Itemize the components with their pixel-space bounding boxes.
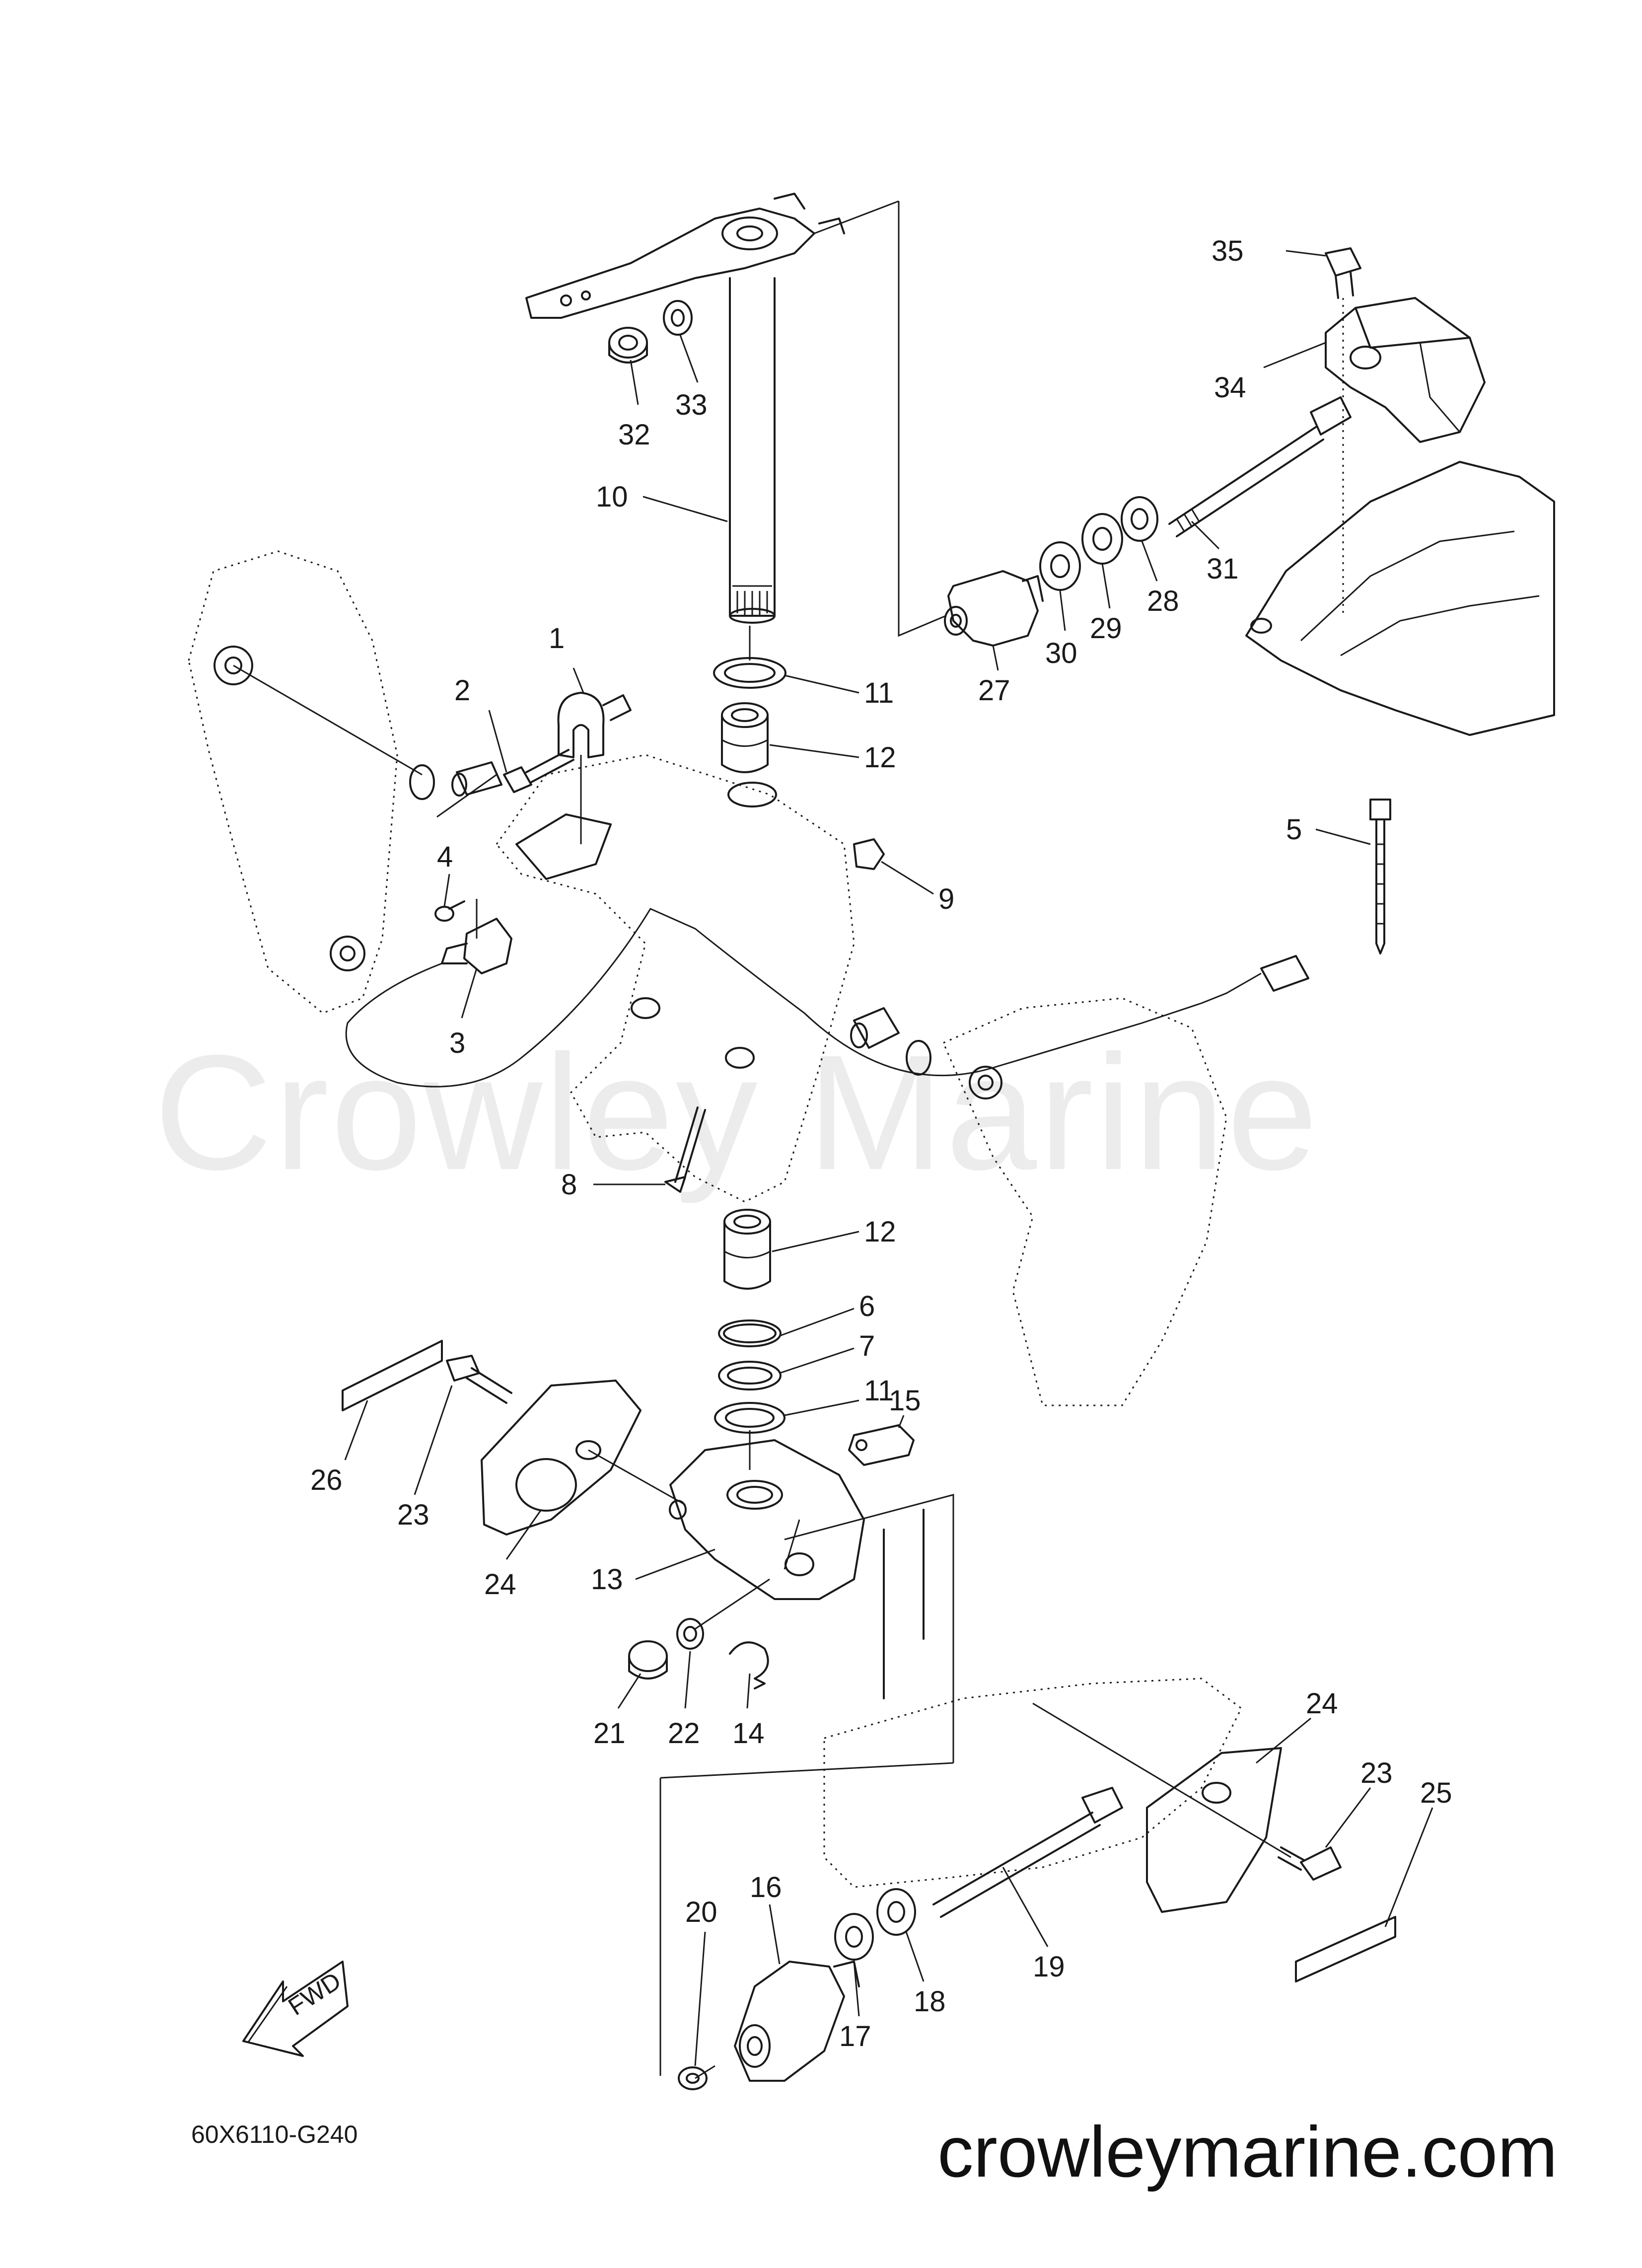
callout-4: 4	[437, 841, 453, 873]
callout-leaders	[344, 250, 1433, 2066]
steering-shaft-part	[729, 277, 776, 624]
nut-21-part	[628, 1640, 668, 1680]
washer-20-part	[678, 2066, 708, 2090]
watermark-text: Crowley Marine	[154, 1021, 1320, 1204]
bolt-2-part	[503, 749, 574, 793]
washer-11-lower-part	[714, 1402, 785, 1434]
callout-25: 25	[1420, 1777, 1452, 1809]
clip-14-part	[729, 1641, 769, 1689]
callout-30: 30	[1045, 637, 1077, 669]
clamp-bracket-left-part	[188, 550, 398, 1014]
washer-33-part	[663, 300, 693, 336]
clamp-bracket-right-part	[942, 997, 1227, 1406]
callout-21: 21	[593, 1717, 626, 1750]
callout-1: 1	[549, 622, 565, 655]
label-25-part	[1295, 1916, 1396, 1982]
callout-28: 28	[1147, 585, 1179, 617]
bracket-34-part	[1325, 297, 1486, 443]
washer-30-part	[1039, 541, 1081, 591]
callout-8: 8	[561, 1169, 577, 1201]
site-url: crowleymarine.com	[937, 2112, 1558, 2192]
callout-32: 32	[618, 419, 650, 451]
fwd-label: FWD	[283, 1967, 346, 2021]
upper-mount-27-part	[944, 570, 1044, 647]
clamp-band-1-part	[557, 692, 632, 758]
callout-10: 10	[596, 481, 628, 513]
callout-35: 35	[1212, 235, 1244, 267]
mount-housing-13-part	[669, 1439, 865, 1600]
callout-17: 17	[839, 2020, 871, 2052]
callout-14: 14	[732, 1717, 765, 1750]
screw-4-part	[434, 900, 465, 922]
callout-6: 6	[859, 1290, 875, 1322]
o-ring-6-part	[718, 1319, 782, 1347]
bolt-23-left-part	[446, 1355, 512, 1404]
trim-sensor-3-part	[345, 908, 1202, 1088]
callout-9: 9	[938, 883, 954, 915]
callout-15: 15	[889, 1385, 921, 1417]
washer-17-part	[834, 1913, 874, 1961]
bushing-12-lower-part	[723, 1209, 771, 1290]
bottom-cowling-part	[1245, 461, 1555, 736]
bolt-35-part	[1325, 247, 1361, 616]
callout-11-lower: 11	[864, 1375, 894, 1407]
diagram-code: 60X6110-G240	[191, 2121, 357, 2148]
callout-numbers: 1 2 3 4 5 6 7 8 9 10 11 11 12 12 13 14 1…	[310, 235, 1452, 2052]
washer-28-part	[1121, 496, 1158, 542]
callout-13: 13	[591, 1563, 623, 1596]
callout-29: 29	[1090, 612, 1122, 645]
connector-part	[1201, 955, 1309, 1004]
callout-27: 27	[978, 674, 1010, 707]
cover-24-left-part	[481, 1380, 642, 1536]
callout-11-upper: 11	[864, 677, 894, 709]
washer-22-part	[676, 1618, 704, 1650]
callout-16: 16	[750, 1871, 782, 1903]
washer-29-part	[1081, 513, 1123, 565]
callout-18: 18	[914, 1985, 946, 2018]
fwd-arrow-icon: FWD	[242, 1961, 349, 2057]
bolt-31-part	[1168, 396, 1352, 537]
callout-7: 7	[859, 1330, 875, 1362]
callout-22: 22	[668, 1717, 700, 1750]
washer-11-upper-part	[713, 657, 786, 689]
washer-7-part	[718, 1361, 782, 1390]
callout-3: 3	[449, 1027, 465, 1059]
collar-right-part	[850, 1007, 931, 1076]
callout-5: 5	[1286, 813, 1302, 846]
nut-32-part	[608, 327, 648, 364]
steering-arm-part	[525, 193, 845, 319]
screw-8-part	[664, 1106, 706, 1193]
washer-18-part	[876, 1888, 916, 1936]
callout-19: 19	[1033, 1951, 1065, 1983]
callout-2: 2	[454, 674, 470, 707]
callout-24-right: 24	[1306, 1687, 1338, 1720]
cable-tie-5-part	[1369, 799, 1391, 954]
callout-12-lower: 12	[864, 1216, 896, 1248]
callout-24-left: 24	[484, 1568, 516, 1601]
swivel-bracket-part	[496, 754, 855, 1203]
collar-left-part	[409, 761, 502, 800]
cover-24-right-part	[1146, 1747, 1282, 1913]
callout-12-upper: 12	[864, 741, 896, 774]
pin-15-part	[848, 1424, 915, 1466]
nut-9-part	[853, 838, 885, 870]
bolt-23-right-part	[1278, 1846, 1342, 1881]
callout-33: 33	[675, 389, 708, 421]
callout-23-left: 23	[397, 1499, 429, 1531]
callout-31: 31	[1207, 553, 1239, 585]
label-26-part	[342, 1340, 443, 1411]
callout-20: 20	[685, 1896, 717, 1928]
bolt-19-part	[932, 1787, 1123, 1918]
callout-23-right: 23	[1360, 1757, 1393, 1789]
lower-casing-part	[823, 1509, 1242, 1888]
bushing-12-upper-part	[721, 702, 769, 773]
callout-26: 26	[310, 1464, 343, 1496]
callout-34: 34	[1214, 371, 1246, 404]
assembly-guide-lines	[233, 200, 1291, 2079]
